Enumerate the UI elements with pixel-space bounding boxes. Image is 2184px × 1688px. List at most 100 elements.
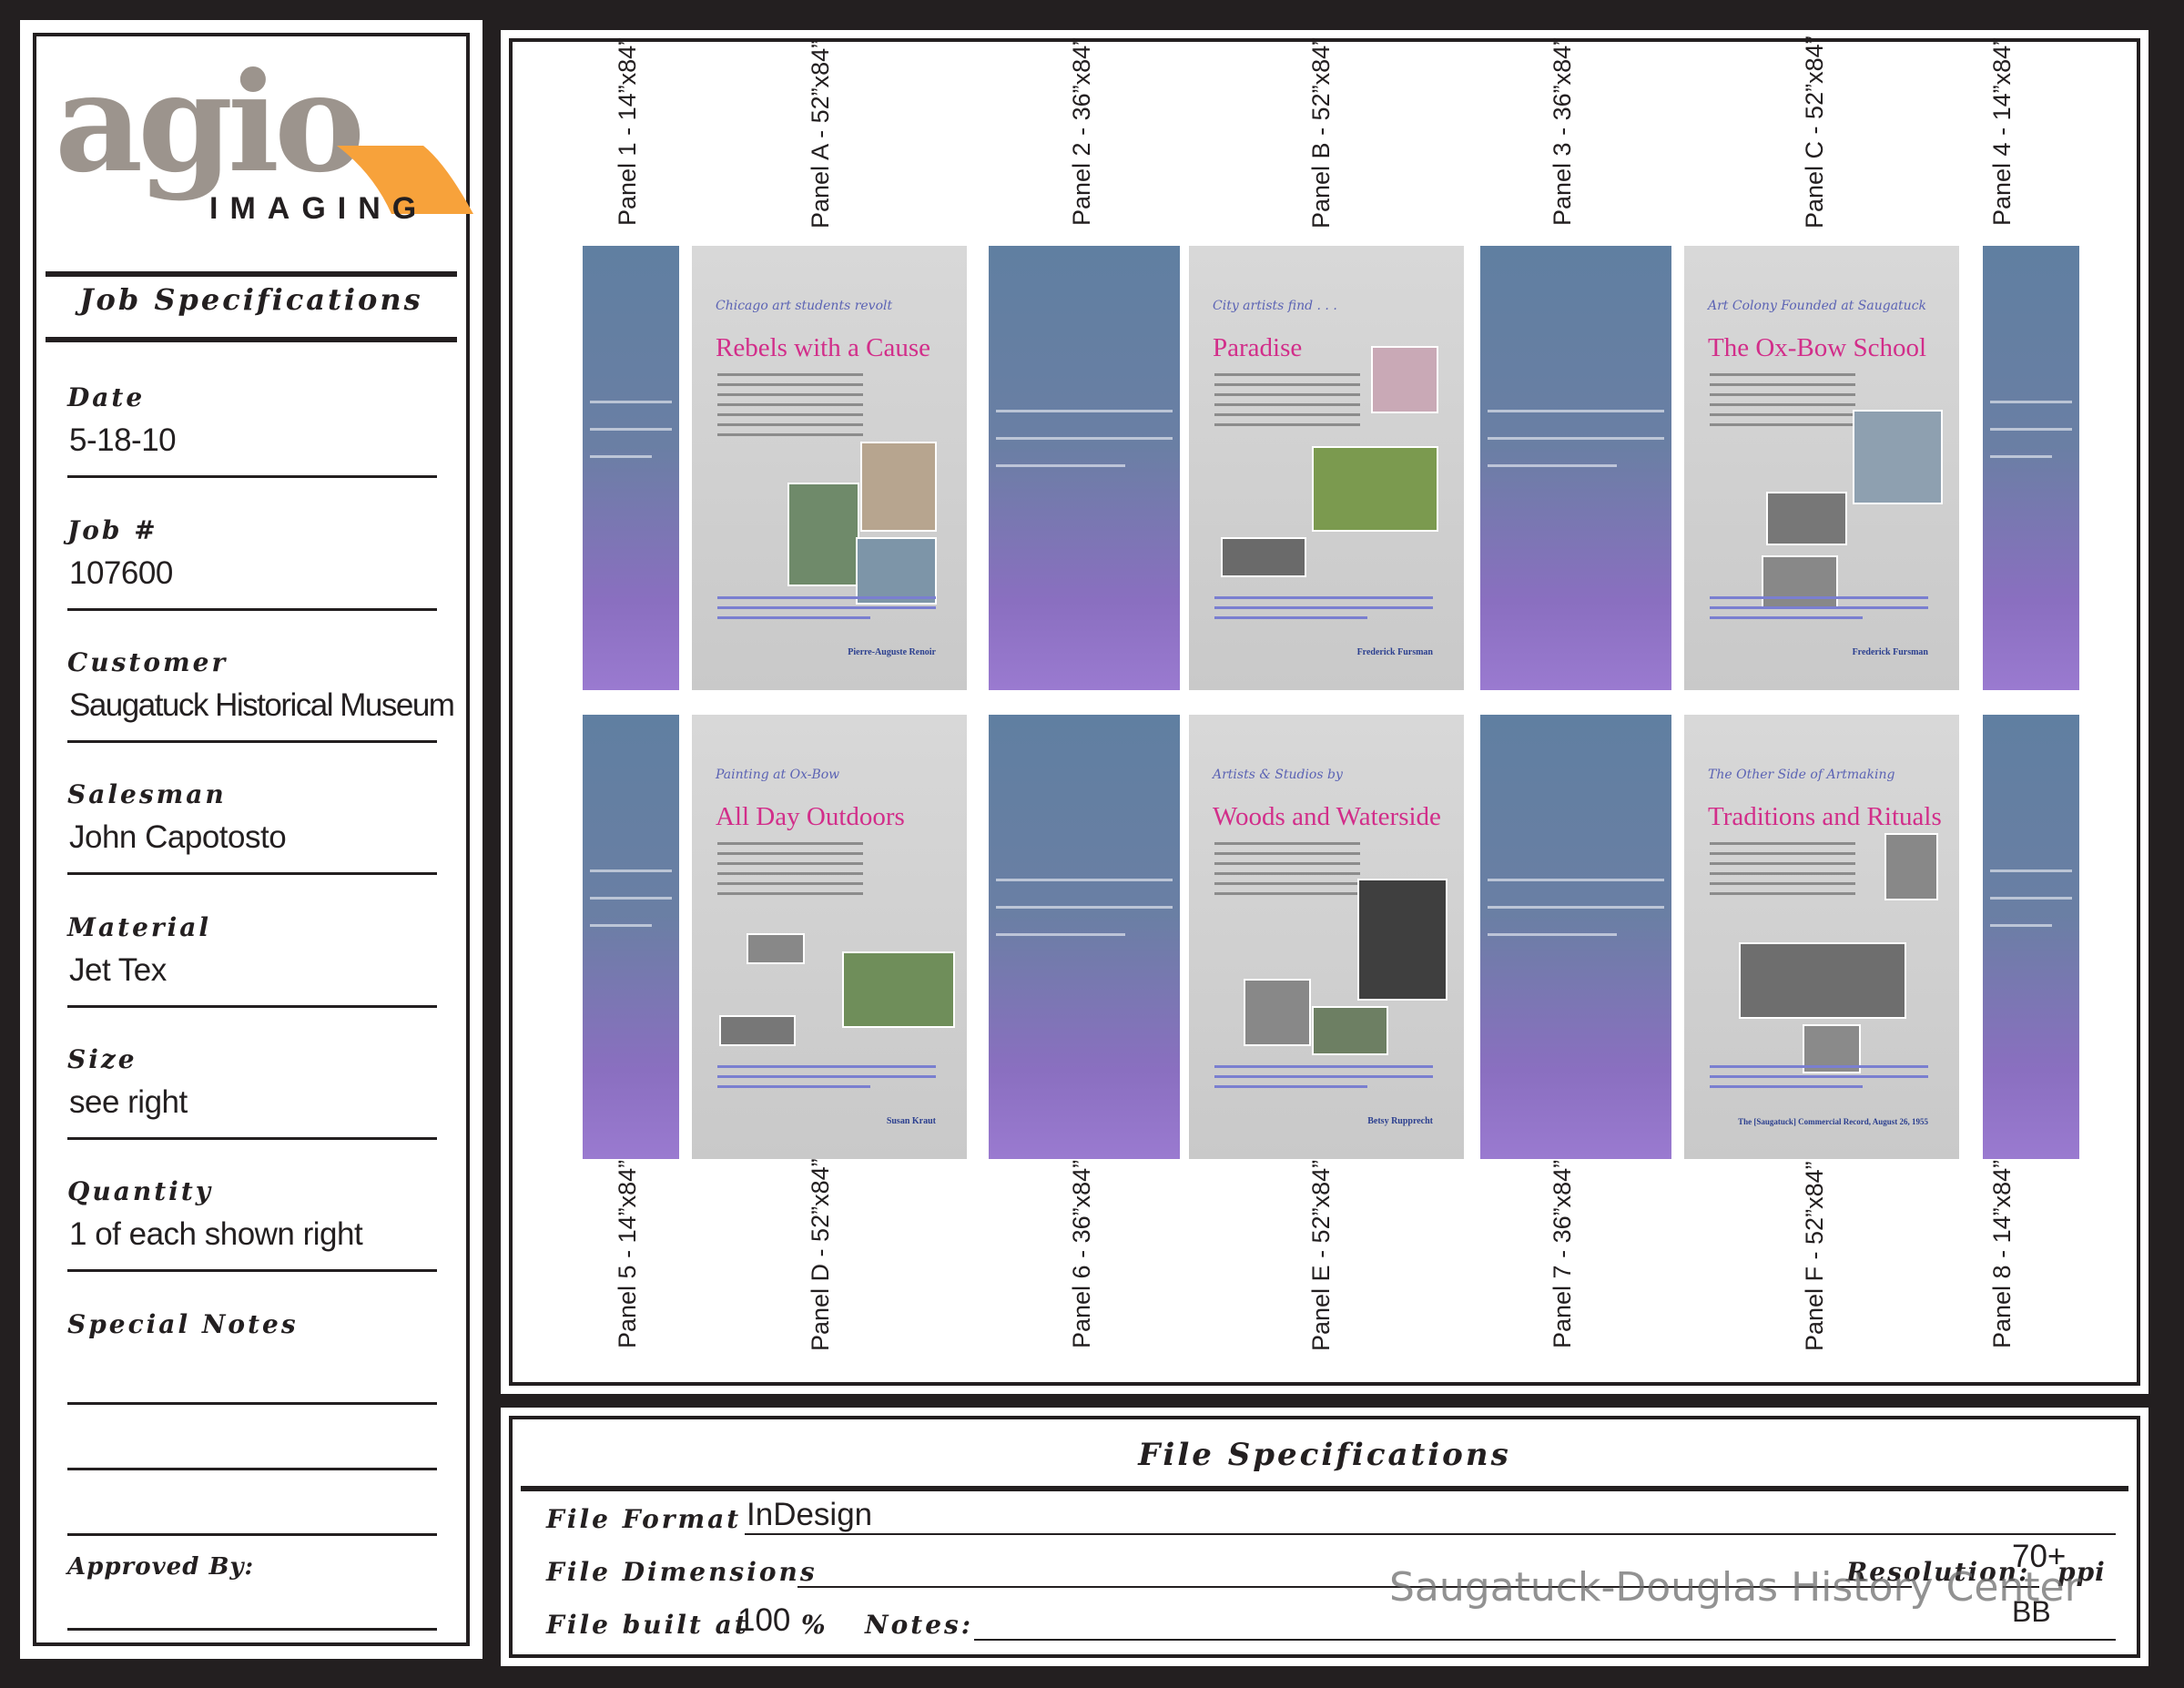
quantity-value: 1 of each shown right	[69, 1216, 363, 1252]
panel-f: The Other Side of Artmaking Traditions a…	[1684, 715, 1959, 1159]
logo-wordmark: agio	[55, 43, 365, 203]
panel-d-author: Susan Kraut	[886, 1116, 936, 1126]
resolution-value: 70+	[2012, 1539, 2067, 1574]
quantity-underline	[67, 1269, 437, 1272]
panel-c: Art Colony Founded at Saugatuck The Ox-B…	[1684, 246, 1959, 690]
panel-e: Artists & Studios by Woods and Waterside…	[1189, 715, 1464, 1159]
panel-d-title: All Day Outdoors	[716, 802, 905, 831]
panel-d-photo	[842, 951, 955, 1028]
panel-c-photo	[1762, 555, 1838, 609]
panel-2	[989, 246, 1180, 690]
heading-rule-top	[46, 271, 457, 277]
logo-swoosh-icon	[337, 146, 473, 214]
panel-c-subtitle: Art Colony Founded at Saugatuck	[1708, 299, 1927, 313]
file-dimensions-line	[797, 1586, 1912, 1588]
panel-a-title: Rebels with a Cause	[716, 333, 930, 362]
resolution-unit: ppi	[2057, 1557, 2106, 1587]
quantity-label: Quantity	[67, 1176, 214, 1206]
job-number-underline	[67, 608, 437, 611]
file-spec-heading: File Specifications	[1138, 1437, 1511, 1473]
panel-a-photo	[787, 483, 859, 586]
panel-f-photo	[1884, 833, 1938, 900]
panel-b-subtitle: City artists find . . .	[1213, 299, 1337, 313]
special-notes-label: Special Notes	[67, 1309, 299, 1339]
panel-e-photo	[1312, 1006, 1388, 1055]
panel-6	[989, 715, 1180, 1159]
file-format-label: File Format	[546, 1504, 742, 1534]
panel-7	[1480, 715, 1671, 1159]
date-label: Date	[67, 382, 146, 412]
panel-c-title: The Ox-Bow School	[1708, 333, 1927, 362]
panel-a-photo	[860, 442, 937, 532]
panel-layout-frame	[509, 38, 2140, 1386]
material-underline	[67, 1005, 437, 1008]
panel-f-author: The [Saugatuck] Commercial Record, Augus…	[1738, 1117, 1928, 1126]
panel-f-subtitle: The Other Side of Artmaking	[1708, 768, 1895, 782]
panel-e-photo	[1357, 879, 1448, 1001]
panel-b-photo	[1312, 446, 1438, 532]
job-number-value: 107600	[69, 555, 173, 591]
panel-d: Painting at Ox-Bow All Day Outdoors Susa…	[692, 715, 967, 1159]
customer-label: Customer	[67, 647, 229, 677]
material-value: Jet Tex	[69, 952, 167, 988]
heading-rule-bottom	[46, 337, 457, 342]
date-value: 5-18-10	[69, 422, 177, 458]
file-built-unit: %	[801, 1610, 828, 1640]
panel-layout-area: Panel 1 - 14”x84” Panel A - 52”x84” Pane…	[501, 30, 2148, 1394]
panel-d-subtitle: Painting at Ox-Bow	[716, 768, 840, 782]
file-built-label: File built at	[546, 1610, 749, 1640]
resolution-label: Resolution:	[1846, 1557, 2030, 1587]
customer-value: Saugatuck Historical Museum	[69, 687, 455, 723]
resolution-line	[2003, 1586, 2039, 1588]
panel-e-author: Betsy Rupprecht	[1367, 1116, 1433, 1126]
customer-underline	[67, 740, 437, 743]
logo-subtitle: IMAGING	[209, 191, 429, 226]
size-underline	[67, 1137, 437, 1140]
panel-f-photo	[1739, 942, 1906, 1019]
special-notes-line-2	[67, 1468, 437, 1470]
panel-5	[583, 715, 679, 1159]
panel-f-title: Traditions and Rituals	[1708, 802, 1942, 831]
size-label: Size	[67, 1044, 137, 1074]
file-spec-frame	[509, 1416, 2140, 1658]
panel-8	[1983, 715, 2079, 1159]
special-notes-line-1	[67, 1402, 437, 1405]
file-format-line	[745, 1533, 2116, 1535]
panel-d-photo	[719, 1015, 796, 1046]
approved-by-line	[67, 1628, 437, 1631]
job-spec-heading: Job Specifications	[79, 282, 423, 317]
panel-c-author: Frederick Fursman	[1852, 647, 1928, 657]
panel-d-photo	[747, 933, 805, 964]
salesman-label: Salesman	[67, 779, 227, 809]
size-value: see right	[69, 1084, 188, 1120]
notes-label: Notes:	[865, 1610, 974, 1640]
salesman-value: John Capotosto	[69, 819, 287, 855]
file-format-value: InDesign	[747, 1497, 873, 1532]
notes-line	[974, 1639, 2116, 1641]
panel-b-photo	[1371, 346, 1438, 413]
panel-e-subtitle: Artists & Studios by	[1213, 768, 1343, 782]
initials-value: BB	[2012, 1595, 2051, 1628]
special-notes-line-3	[67, 1533, 437, 1536]
material-label: Material	[67, 912, 212, 942]
panel-a-subtitle: Chicago art students revolt	[716, 299, 893, 313]
file-heading-rule	[521, 1486, 2128, 1491]
panel-4	[1983, 246, 2079, 690]
panel-e-photo	[1244, 979, 1311, 1046]
panel-3	[1480, 246, 1671, 690]
panel-c-photo	[1853, 410, 1943, 504]
file-spec-sheet: File Specifications File Format InDesign…	[501, 1408, 2148, 1666]
panel-a-photo	[856, 537, 937, 605]
salesman-underline	[67, 872, 437, 875]
panel-e-title: Woods and Waterside	[1213, 802, 1441, 831]
watermark: Saugatuck-Douglas History Center	[1389, 1564, 2081, 1611]
job-spec-sheet: agio IMAGING Job Specifications Date 5-1…	[20, 20, 483, 1659]
panel-1	[583, 246, 679, 690]
panel-b-title: Paradise	[1213, 333, 1303, 362]
panel-b: City artists find . . . Paradise Frederi…	[1189, 246, 1464, 690]
job-number-label: Job #	[67, 515, 158, 545]
panel-b-photo	[1221, 537, 1306, 577]
panel-b-author: Frederick Fursman	[1356, 647, 1433, 657]
file-built-value: 100	[737, 1602, 791, 1638]
panel-a-author: Pierre-Auguste Renoir	[848, 647, 936, 657]
